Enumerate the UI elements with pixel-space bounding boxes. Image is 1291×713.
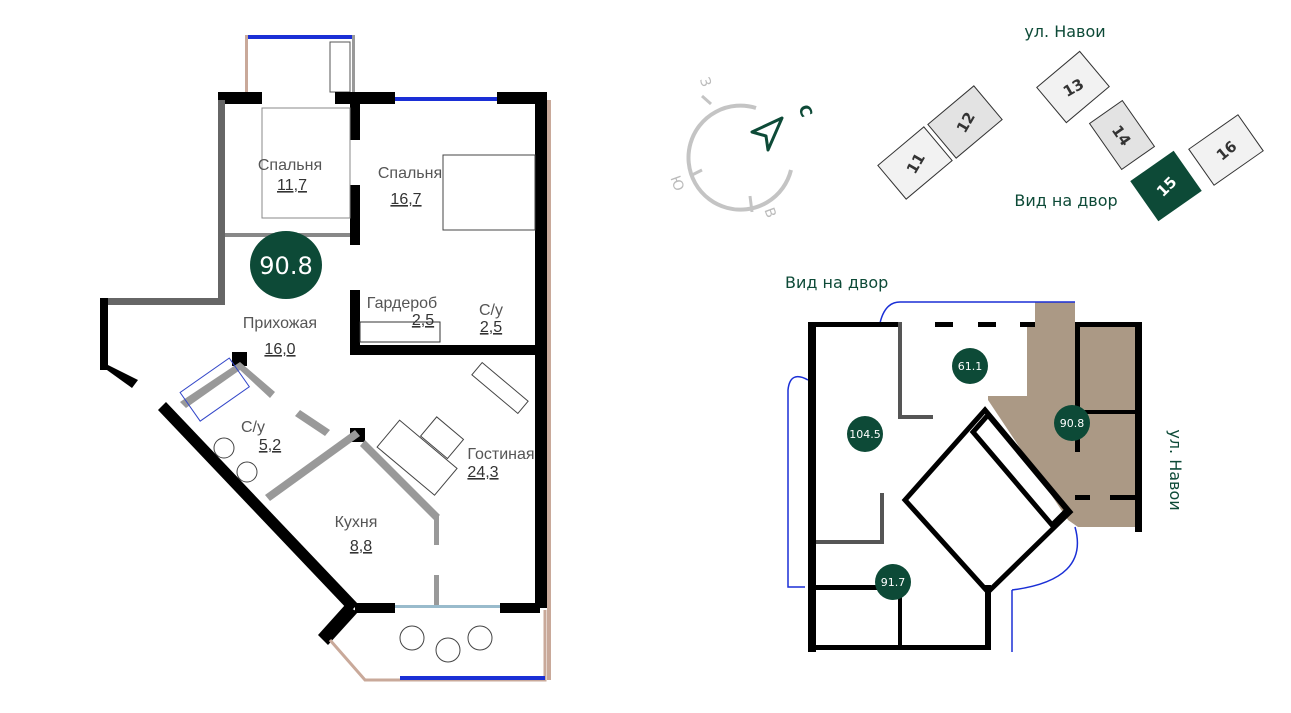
floor-street-label: ул. Навои bbox=[1166, 429, 1185, 510]
svg-text:90.8: 90.8 bbox=[1060, 417, 1085, 430]
apartment-walls bbox=[100, 35, 551, 682]
section-13[interactable]: 13 bbox=[1036, 50, 1110, 124]
room-area: 24,3 bbox=[467, 464, 498, 481]
apartment-area-badge: 90.8 bbox=[250, 231, 322, 299]
svg-text:91.7: 91.7 bbox=[881, 576, 906, 589]
room-area: 2,5 bbox=[412, 312, 434, 329]
room-name: Гардероб bbox=[367, 295, 437, 312]
room-area: 8,8 bbox=[350, 538, 372, 555]
section-11[interactable]: 11 bbox=[877, 126, 953, 200]
room-name: Спальня bbox=[258, 157, 322, 174]
site-street-label: ул. Навои bbox=[1024, 22, 1105, 41]
svg-text:90.8: 90.8 bbox=[259, 252, 312, 280]
room-area: 5,2 bbox=[259, 437, 281, 454]
compass-south: Ю bbox=[666, 174, 686, 194]
section-14[interactable]: 14 bbox=[1088, 99, 1156, 171]
floor-walls bbox=[808, 322, 1142, 652]
room-name: Гостиная bbox=[467, 446, 534, 463]
unit-badge[interactable]: 61.1 bbox=[952, 348, 988, 384]
svg-text:104.5: 104.5 bbox=[849, 428, 881, 441]
floor-yard-label: Вид на двор bbox=[785, 273, 888, 292]
unit-badge[interactable]: 104.5 bbox=[847, 416, 883, 452]
section-16[interactable]: 16 bbox=[1188, 114, 1264, 186]
svg-text:61.1: 61.1 bbox=[958, 360, 983, 373]
unit-badge[interactable]: 91.7 bbox=[875, 564, 911, 600]
north-arrow-icon bbox=[750, 116, 784, 152]
room-name: С/у bbox=[479, 302, 503, 319]
room-name: С/у bbox=[241, 419, 265, 436]
site-yard-label: Вид на двор bbox=[1014, 191, 1117, 210]
room-name: Прихожая bbox=[243, 315, 317, 332]
room-name: Спальня bbox=[378, 165, 442, 182]
section-12[interactable]: 12 bbox=[927, 85, 1003, 159]
room-area: 16,0 bbox=[264, 341, 295, 358]
compass-ring bbox=[686, 103, 793, 212]
room-labels: Спальня 11,7 Спальня 16,7 Прихожая 16,0 … bbox=[241, 157, 535, 555]
room-area: 11,7 bbox=[277, 177, 307, 194]
section-15-selected[interactable]: 15 bbox=[1130, 150, 1202, 222]
unit-badge-selected[interactable]: 90.8 bbox=[1054, 405, 1090, 441]
room-area: 2,5 bbox=[480, 319, 502, 336]
room-area: 16,7 bbox=[390, 191, 421, 208]
room-name: Кухня bbox=[335, 514, 378, 531]
